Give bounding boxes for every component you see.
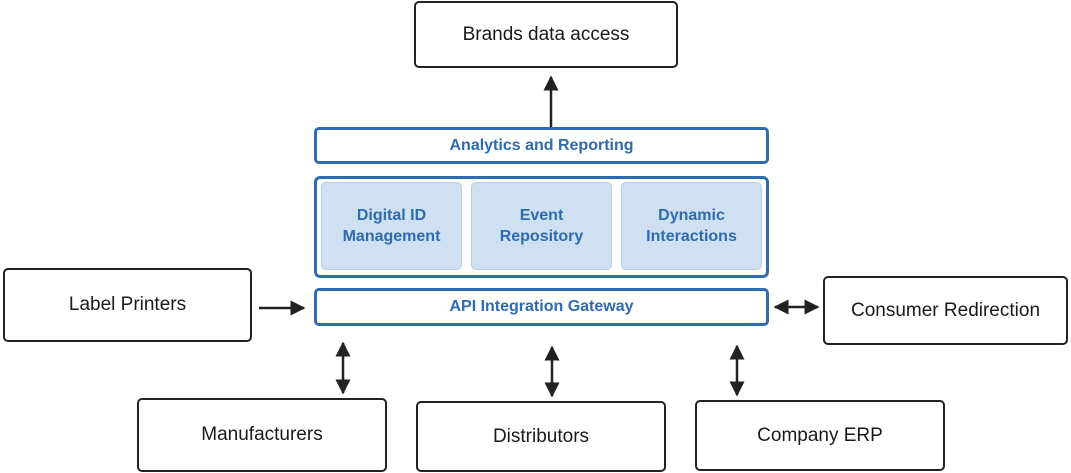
api-integration-gateway-label: API Integration Gateway bbox=[449, 298, 634, 315]
company-erp-label: Company ERP bbox=[757, 424, 883, 446]
digital-id-management-label: Digital ID Management bbox=[342, 207, 441, 245]
label-printers-label: Label Printers bbox=[68, 294, 187, 315]
consumer-redirection-box: Consumer Redirection bbox=[823, 276, 1068, 345]
brands-data-access-label: Brands data access bbox=[462, 23, 630, 45]
analytics-reporting-bar: Analytics and Reporting bbox=[314, 127, 769, 164]
digital-id-management-module: Digital ID Management bbox=[321, 182, 462, 270]
dynamic-interactions-label: Dynamic Interactions bbox=[646, 207, 737, 245]
event-repository-label: Event Repository bbox=[499, 207, 584, 245]
consumer-redirection-label: Consumer Redirection bbox=[850, 299, 1041, 321]
event-repository-module: Event Repository bbox=[471, 182, 612, 270]
analytics-reporting-label: Analytics and Reporting bbox=[449, 136, 634, 154]
company-erp-box: Company ERP bbox=[695, 400, 945, 471]
manufacturers-label: Manufacturers bbox=[201, 424, 323, 445]
brands-data-access-box: Brands data access bbox=[414, 1, 678, 68]
distributors-label: Distributors bbox=[492, 425, 590, 447]
label-printers-box: Label Printers bbox=[3, 268, 252, 342]
manufacturers-box: Manufacturers bbox=[137, 398, 387, 472]
api-integration-gateway-bar: API Integration Gateway bbox=[314, 288, 769, 326]
dynamic-interactions-module: Dynamic Interactions bbox=[621, 182, 762, 270]
distributors-box: Distributors bbox=[416, 401, 666, 472]
